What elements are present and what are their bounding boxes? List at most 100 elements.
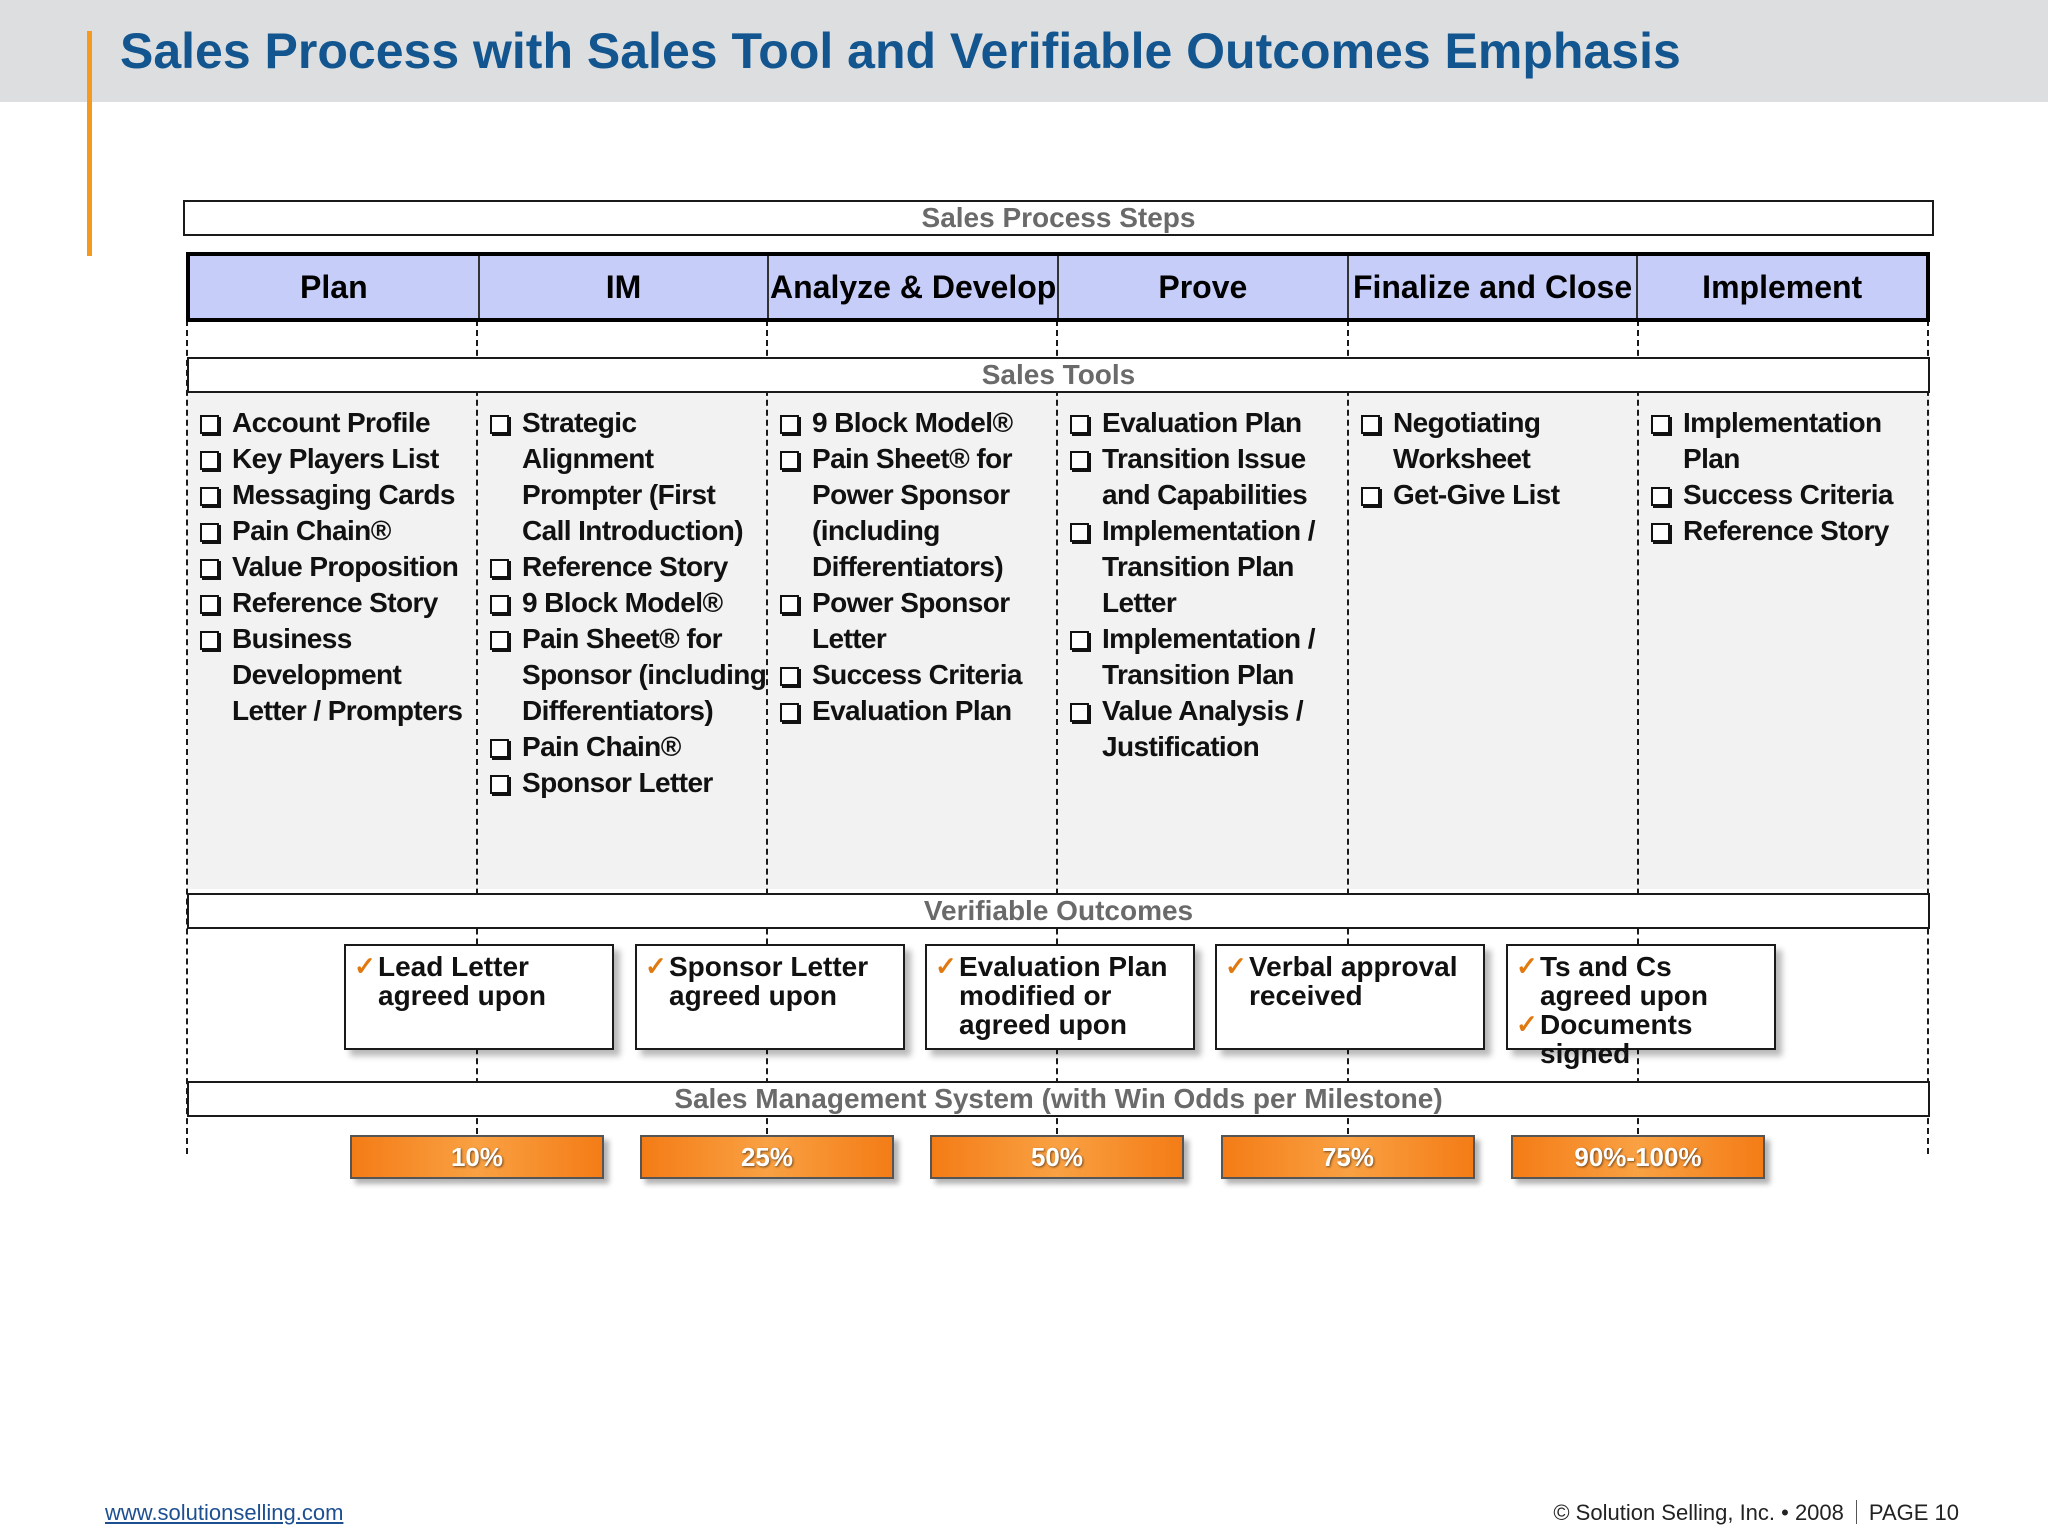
checkbox-icon: [490, 631, 509, 650]
step-plan: Plan: [190, 256, 480, 318]
checkbox-icon: [1651, 487, 1670, 506]
win-odds-box: 90%-100%: [1511, 1135, 1765, 1179]
sales-tools-label: Sales Tools: [187, 357, 1930, 393]
checkbox-icon: [200, 451, 219, 470]
tool-label: Key Players List: [232, 443, 439, 474]
tools-list-plan: Account Profile Key Players List Messagi…: [188, 405, 478, 729]
win-odds-box: 10%: [350, 1135, 604, 1179]
tool-item: Sponsor Letter: [478, 765, 768, 801]
tool-item: Pain Sheet® for Sponsor (including Diffe…: [478, 621, 768, 729]
tool-item: Messaging Cards: [188, 477, 478, 513]
outcome-text: Sponsor Letter agreed upon: [669, 951, 869, 1011]
checkbox-icon: [780, 415, 799, 434]
tool-item: Pain Sheet® for Power Sponsor (including…: [768, 441, 1058, 585]
tool-item: 9 Block Model®: [768, 405, 1058, 441]
outcome-text: Documents signed: [1540, 1009, 1693, 1069]
checkbox-icon: [200, 631, 219, 650]
tools-list-analyze-develop: 9 Block Model® Pain Sheet® for Power Spo…: [768, 405, 1058, 729]
tool-label: Pain Sheet® for Power Sponsor (including…: [812, 443, 1013, 582]
footer-separator: [1855, 1500, 1857, 1524]
tool-label: Account Profile: [232, 407, 431, 438]
step-finalize-close: Finalize and Close: [1349, 256, 1639, 318]
tool-label: Implementation / Transition Plan Letter: [1102, 515, 1315, 618]
tool-item: Strategic Alignment Prompter (First Call…: [478, 405, 768, 549]
tool-item: Success Criteria: [1639, 477, 1929, 513]
outcome-line: ✓Ts and Cs agreed upon: [1516, 951, 1766, 1011]
column-divider: [766, 320, 768, 1154]
step-implement: Implement: [1702, 268, 1863, 305]
checkbox-icon: [1070, 451, 1089, 470]
step-im: IM: [480, 256, 770, 318]
tool-item: Negotiating Worksheet: [1349, 405, 1639, 477]
tool-label: Messaging Cards: [232, 479, 455, 510]
checkbox-icon: [200, 595, 219, 614]
tool-label: Get-Give List: [1393, 479, 1560, 510]
tool-label: Business Development Letter / Prompters: [232, 623, 463, 726]
checkbox-icon: [1651, 523, 1670, 542]
checkbox-icon: [1361, 487, 1380, 506]
checkbox-icon: [200, 415, 219, 434]
tools-list-prove: Evaluation Plan Transition Issue and Cap…: [1058, 405, 1348, 765]
tool-label: Success Criteria: [1683, 479, 1893, 510]
checkbox-icon: [1070, 415, 1089, 434]
outcome-line: ✓Sponsor Letter agreed upon: [645, 951, 895, 1011]
checkbox-icon: [490, 559, 509, 578]
tool-label: Implementation Plan: [1683, 407, 1882, 474]
checkbox-icon: [200, 523, 219, 542]
tool-item: Get-Give List: [1349, 477, 1639, 513]
tool-item: Evaluation Plan: [768, 693, 1058, 729]
column-divider: [186, 320, 188, 1154]
outcome-line: ✓Verbal approval received: [1225, 951, 1475, 1011]
outcome-box: ✓Ts and Cs agreed upon ✓Documents signed: [1506, 944, 1776, 1068]
checkbox-icon: [780, 667, 799, 686]
checkmark-icon: ✓: [935, 951, 957, 981]
checkbox-icon: [1651, 415, 1670, 434]
checkbox-icon: [780, 595, 799, 614]
outcome-line: ✓Evaluation Plan modified or agreed upon: [935, 951, 1185, 1040]
column-divider: [1347, 320, 1349, 1154]
header-band: [0, 0, 2048, 102]
checkbox-icon: [1361, 415, 1380, 434]
column-divider: [1637, 320, 1639, 1154]
checkbox-icon: [200, 559, 219, 578]
tool-label: 9 Block Model®: [522, 587, 723, 618]
copyright-text: © Solution Selling, Inc. • 2008: [1553, 1500, 1844, 1525]
tool-label: Reference Story: [232, 587, 438, 618]
tool-label: Value Proposition: [232, 551, 459, 582]
tool-item: Value Analysis / Justification: [1058, 693, 1348, 765]
tool-item: Reference Story: [188, 585, 478, 621]
tool-item: 9 Block Model®: [478, 585, 768, 621]
checkmark-icon: ✓: [354, 951, 376, 981]
checkbox-icon: [780, 703, 799, 722]
sales-management-system-label: Sales Management System (with Win Odds p…: [187, 1081, 1930, 1117]
outcome-text: Lead Letter agreed upon: [378, 951, 547, 1011]
checkbox-icon: [490, 595, 509, 614]
checkbox-icon: [490, 775, 509, 794]
outcome-text: Ts and Cs agreed upon: [1540, 951, 1709, 1011]
outcome-line: ✓Lead Letter agreed upon: [354, 951, 604, 1011]
win-odds-box: 50%: [930, 1135, 1184, 1179]
step-analyze-develop: Analyze & Develop: [769, 256, 1060, 318]
tool-label: Power Sponsor Letter: [812, 587, 1010, 654]
tool-label: Pain Sheet® for Sponsor (including Diffe…: [522, 623, 767, 726]
tools-list-implement: Implementation Plan Success Criteria Ref…: [1639, 405, 1929, 549]
tool-item: Reference Story: [478, 549, 768, 585]
title-accent-bar: [87, 31, 92, 256]
checkmark-icon: ✓: [1516, 951, 1538, 981]
verifiable-outcomes-label: Verifiable Outcomes: [187, 893, 1930, 929]
tool-label: 9 Block Model®: [812, 407, 1013, 438]
tool-label: Reference Story: [1683, 515, 1889, 546]
tool-item: Implementation Plan: [1639, 405, 1929, 477]
checkbox-icon: [490, 415, 509, 434]
tool-label: Reference Story: [522, 551, 728, 582]
checkmark-icon: ✓: [1225, 951, 1247, 981]
checkmark-icon: ✓: [645, 951, 667, 981]
checkmark-icon: ✓: [1516, 1009, 1538, 1039]
footer-website-link[interactable]: www.solutionselling.com: [105, 1500, 344, 1525]
checkbox-icon: [1070, 703, 1089, 722]
win-odds-box: 75%: [1221, 1135, 1475, 1179]
tool-item: Reference Story: [1639, 513, 1929, 549]
tool-item: Business Development Letter / Prompters: [188, 621, 478, 729]
tool-label: Pain Chain®: [232, 515, 391, 546]
